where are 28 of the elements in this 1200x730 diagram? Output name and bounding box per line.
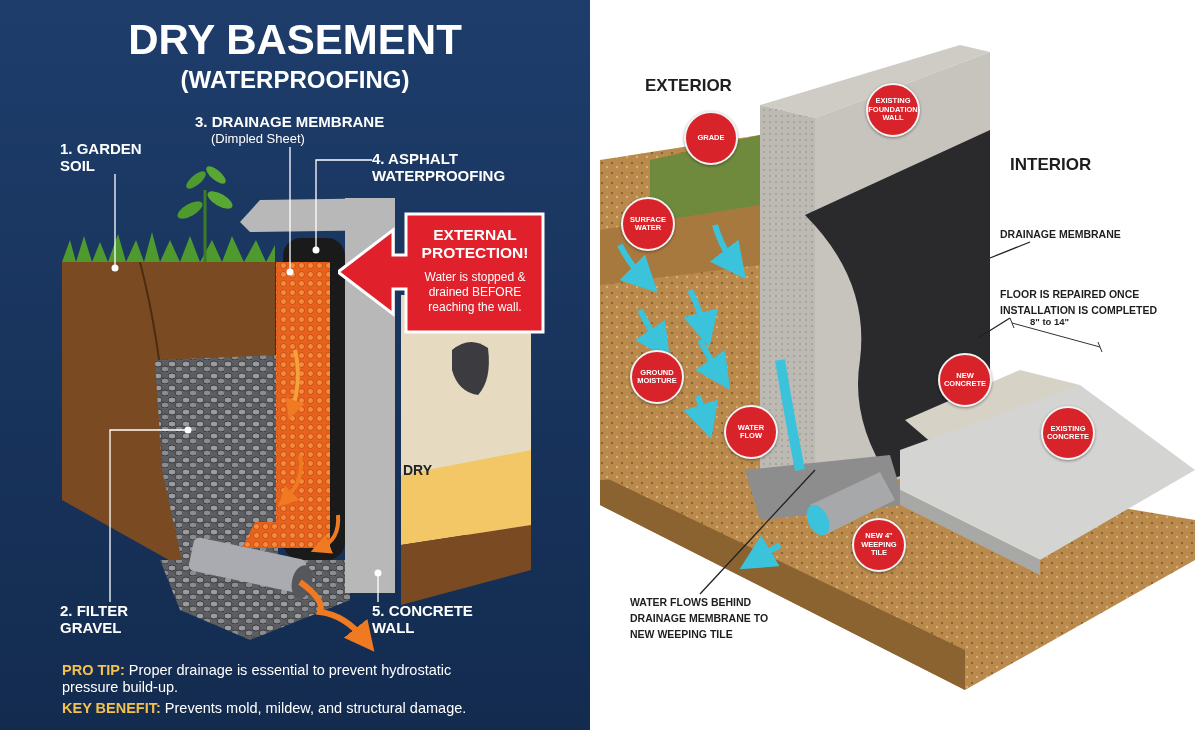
part-label: FLOOR IS REPAIRED ONCE INSTALLATION IS COMPLETED (1000, 287, 1159, 318)
callout-heading: EXTERNAL PROTECTION! (420, 226, 530, 262)
part-label: WATER FLOWS BEHIND DRAINAGE MEMBRANE TO NEW WEEPING TILE (630, 595, 770, 642)
part-label: 3. DRAINAGE MEMBRANE (195, 113, 386, 130)
callout-circle (684, 111, 738, 165)
leader-line (374, 569, 382, 603)
room-label: DRY (403, 462, 433, 478)
side-label: INTERIOR (1010, 155, 1092, 175)
leader-line (312, 159, 373, 254)
leader-line (699, 469, 816, 595)
leader-line (977, 317, 1011, 339)
leader-line (989, 241, 1031, 259)
part-sublabel: (Dimpled Sheet) (210, 130, 306, 147)
subtitle: (WATERPROOFING) (179, 66, 411, 94)
part-label: 2. FILTER GRAVEL (60, 602, 130, 636)
leader-line (109, 426, 192, 603)
tip-note: PRO TIP: Proper drainage is essential to prevent hydrostatic pressure build-up. (62, 662, 453, 696)
side-label: EXTERIOR (645, 76, 732, 96)
title: DRY BASEMENT (127, 16, 463, 64)
leader-line (286, 146, 294, 276)
leader-line (111, 173, 119, 272)
part-label: 1. GARDEN SOIL (60, 140, 143, 174)
part-label: 4. ASPHALT WATERPROOFING (372, 150, 507, 184)
benefit-note: KEY BENEFIT: Prevents mold, mildew, and structural damage. (62, 700, 468, 717)
part-label: 5. CONCRETE WALL (372, 602, 474, 636)
dimension-label: 8" to 14" (1030, 316, 1070, 327)
callout-text: Water is stopped & drained BEFORE reaching the wall. (423, 270, 527, 315)
part-label: DRAINAGE MEMBRANE (1000, 227, 1122, 242)
